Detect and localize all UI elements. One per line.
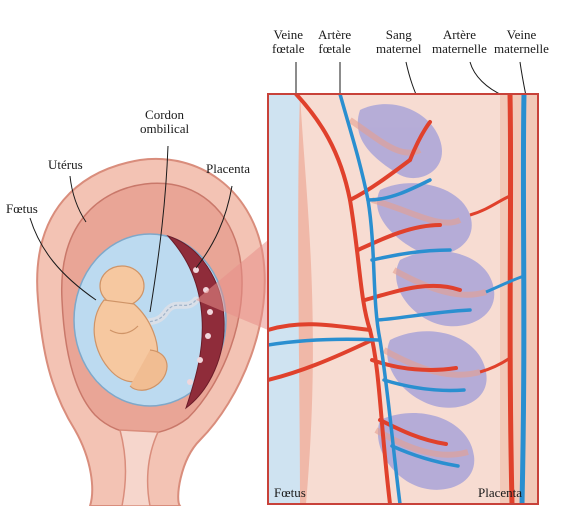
maternal-artery xyxy=(510,94,512,504)
label-foetus: Fœtus xyxy=(6,202,38,216)
maternal-wall xyxy=(500,94,540,504)
label-placenta: Placenta xyxy=(206,162,250,176)
label-uterus: Utérus xyxy=(48,158,83,172)
uterus-illustration xyxy=(37,159,265,506)
maternal-vein xyxy=(522,94,524,504)
label-placenta-panel: Placenta xyxy=(478,486,522,500)
zoom-panel xyxy=(268,94,540,504)
label-foetus-panel: Fœtus xyxy=(274,486,306,500)
